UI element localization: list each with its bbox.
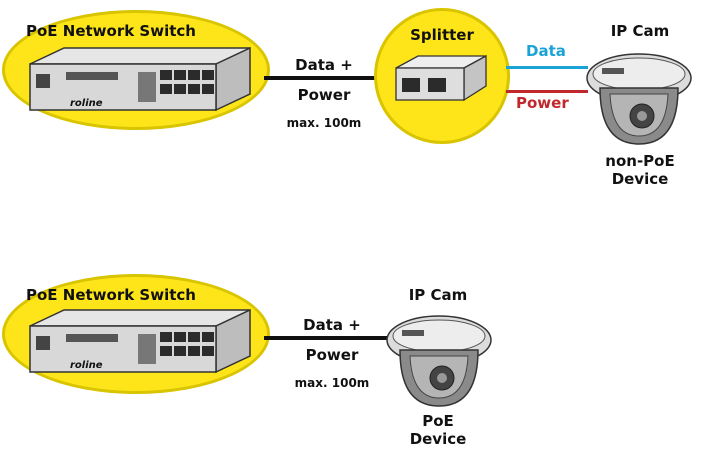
link-power-label-bottom: Power — [305, 346, 359, 364]
device-type-bottom-line2: Device — [409, 430, 467, 448]
switch-title-bottom: PoE Network Switch — [26, 286, 196, 304]
device-type-bottom-line1: PoE — [422, 412, 454, 430]
switch-title-top: PoE Network Switch — [26, 22, 196, 40]
data-line-label: Data — [526, 42, 566, 60]
splitter-device — [395, 54, 487, 102]
splitter-title: Splitter — [410, 26, 474, 44]
camera-title-top: IP Cam — [610, 22, 670, 40]
power-line-label: Power — [516, 94, 569, 112]
cable-top — [264, 76, 376, 80]
device-type-top-line1: non-PoE — [605, 152, 675, 170]
link-distance-label-bottom: max. 100m — [294, 376, 370, 390]
brand-label-top: roline — [70, 98, 103, 109]
link-data-label-bottom: Data + — [303, 316, 361, 334]
poe-switch-device-bottom — [29, 308, 251, 374]
brand-label-bottom: roline — [70, 360, 103, 371]
link-distance-label-top: max. 100m — [286, 116, 362, 130]
data-line — [506, 66, 588, 69]
ip-camera-icon-bottom — [386, 315, 492, 407]
power-line — [506, 90, 588, 93]
poe-switch-device-top — [29, 46, 251, 112]
link-data-label-top: Data + — [295, 56, 353, 74]
device-type-top-line2: Device — [611, 170, 669, 188]
camera-title-bottom: IP Cam — [408, 286, 468, 304]
ip-camera-icon-top — [586, 53, 692, 145]
cable-bottom — [264, 336, 388, 340]
link-power-label-top: Power — [297, 86, 351, 104]
